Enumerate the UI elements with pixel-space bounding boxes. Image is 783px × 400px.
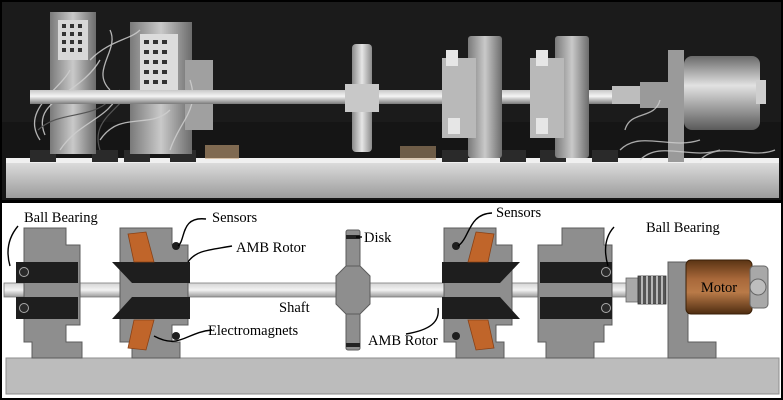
- label-electromagnets: Electromagnets: [208, 323, 299, 339]
- electromagnet-right-lower: [467, 319, 495, 351]
- label-ball-bearing-right: Ball Bearing: [646, 220, 720, 236]
- photo-base-plate: [6, 160, 779, 198]
- schematic-panel: Motor Ball Bearing Sensors AMB Rotor Dis…: [2, 203, 781, 398]
- panel-divider: [2, 200, 781, 203]
- photo-panel: [2, 2, 781, 202]
- photo-amb-housing-right-a: [468, 36, 502, 158]
- electromagnet-left-lower: [127, 319, 155, 351]
- coupling: [625, 275, 667, 305]
- shaft: [3, 282, 631, 298]
- ball-bearing-housing-left: [16, 227, 83, 359]
- label-amb-rotor-top: AMB Rotor: [236, 240, 306, 256]
- label-disk: Disk: [364, 230, 392, 246]
- photo-motor-mount: [668, 50, 684, 162]
- electromagnet-left-upper: [127, 231, 155, 263]
- base-plate: [5, 357, 780, 395]
- motor: Motor: [685, 259, 769, 315]
- amb-housing-left: [112, 227, 190, 359]
- label-shaft: Shaft: [279, 300, 310, 316]
- label-amb-rotor-bottom: AMB Rotor: [368, 333, 438, 349]
- amb-housing-right: [442, 227, 520, 359]
- leader-lines: [7, 212, 615, 342]
- ball-bearing-housing-right: [537, 227, 613, 359]
- label-ball-bearing-left: Ball Bearing: [24, 210, 98, 226]
- label-sensors-left: Sensors: [212, 210, 257, 226]
- label-sensors-right: Sensors: [496, 205, 541, 221]
- label-motor: Motor: [701, 280, 737, 296]
- electromagnet-right-upper: [467, 231, 495, 263]
- disk: [335, 229, 371, 351]
- photo-motor: [684, 56, 760, 130]
